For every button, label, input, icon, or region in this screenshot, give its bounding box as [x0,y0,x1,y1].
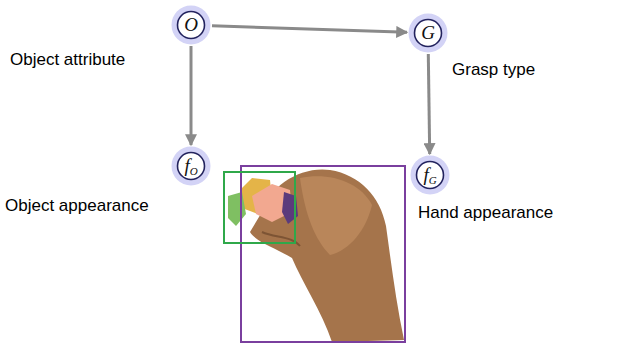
node-caption: Object attribute [10,50,125,70]
node-caption: Hand appearance [418,203,553,223]
object-bounding-box [224,172,295,243]
variable-circle: GGrasp type [408,13,448,53]
symbol-box: O [171,5,211,45]
variable-symbol: O [184,14,198,36]
node-caption: Object appearance [5,196,149,216]
variable-symbol: f [423,164,428,186]
arrow-connector [190,46,193,145]
symbol-box: G [408,13,448,53]
arrow-connector [212,26,407,33]
object-face [228,192,246,226]
symbol-box: fO [171,146,211,186]
hand-shape [250,169,404,342]
variable-symbol: f [184,155,189,177]
variable-circle: OObject attribute [171,5,211,45]
variable-symbol: G [421,22,435,44]
variable-subscript: O [190,165,198,177]
arrow-connector [428,54,429,154]
variable-circle: fGHand appearance [410,155,450,195]
variable-subscript: G [429,174,437,186]
hand-bounding-box [241,166,405,342]
hand-highlight [300,176,372,255]
node-caption: Grasp type [452,60,535,80]
symbol-box: fG [410,155,450,195]
variable-circle: fOObject appearance [171,146,211,186]
